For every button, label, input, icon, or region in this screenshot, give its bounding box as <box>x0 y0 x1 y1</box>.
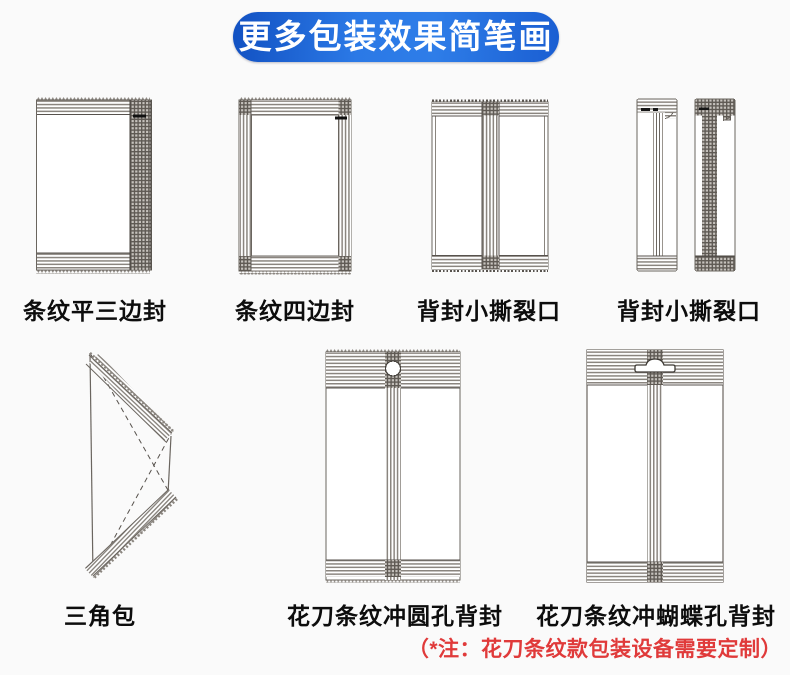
caption-striped-four-side-seal: 条纹四边封 <box>235 298 355 324</box>
butterfly-hole-back-seal-icon <box>586 349 724 583</box>
figure-striped-flat-three-side-seal <box>33 97 155 275</box>
figure-butterfly-hole-back-seal <box>585 348 725 584</box>
caption-butterfly-hole-back-seal: 花刀条纹冲蝴蝶孔背封 <box>536 603 776 629</box>
figure-round-hole-back-seal <box>322 349 464 586</box>
caption-triangle-pack: 三角包 <box>64 603 136 629</box>
figure-triangle-pack <box>85 346 185 584</box>
triangle-pack-icon <box>85 352 178 579</box>
figure-back-seal-small-tear-notch <box>428 99 552 274</box>
figure-striped-four-side-seal <box>236 97 354 275</box>
striped-four-side-seal-icon <box>238 97 352 275</box>
caption-back-seal-small-tear-notch: 背封小撕裂口 <box>417 298 561 324</box>
back-seal-small-tear-notch-side-icon <box>636 98 736 272</box>
round-hole-back-seal-icon <box>325 349 461 583</box>
page-title: 更多包装效果简笔画 <box>233 12 559 62</box>
caption-back-seal-small-tear-notch-side: 背封小撕裂口 <box>617 298 761 324</box>
caption-striped-flat-three-side-seal: 条纹平三边封 <box>23 298 167 324</box>
back-seal-small-tear-notch-icon <box>431 99 549 273</box>
figure-back-seal-small-tear-notch-side <box>636 98 736 274</box>
customization-note: （*注：花刀条纹款包装设备需要定制） <box>407 638 782 661</box>
striped-flat-three-side-seal-icon <box>36 97 152 274</box>
caption-round-hole-back-seal: 花刀条纹冲圆孔背封 <box>287 603 503 629</box>
